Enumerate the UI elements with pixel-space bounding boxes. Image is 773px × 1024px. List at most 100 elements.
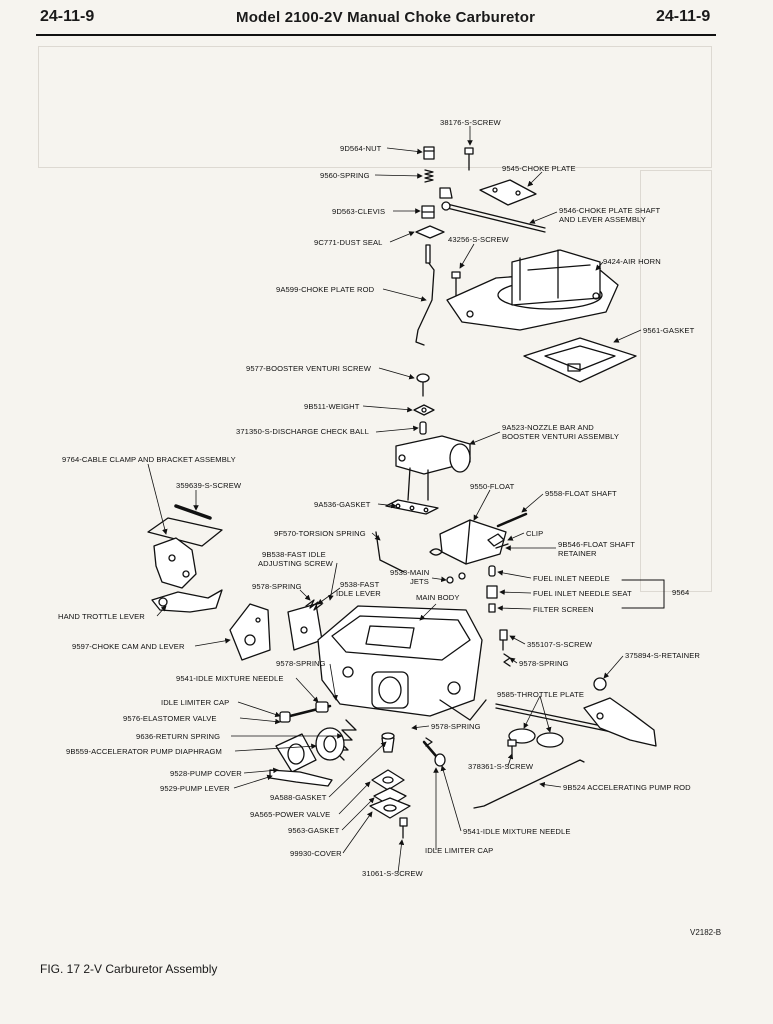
label-9b538-line2: ADJUSTING SCREW <box>258 559 333 568</box>
main-body-part <box>317 605 487 721</box>
label-378361-screw: 378361-S-SCREW <box>468 762 534 771</box>
label-clip: CLIP <box>526 529 544 538</box>
label-idle-limiter-cap-a: IDLE LIMITER CAP <box>161 698 230 707</box>
label-9578-spring-b: 9578-SPRING <box>276 659 326 668</box>
label-9564: 9564 <box>672 588 690 597</box>
label-9578-spring-d: 9578-SPRING <box>431 722 481 731</box>
label-9636-return-spring: 9636-RETURN SPRING <box>136 732 221 741</box>
throttle-plates-part <box>508 728 564 748</box>
nozzle-gasket-part <box>385 499 439 515</box>
nozzle-bar-part <box>395 435 471 501</box>
fast-idle-spring-part <box>305 599 323 611</box>
label-355107-screw: 355107-S-SCREW <box>527 640 593 649</box>
label-9561-gasket: 9561-GASKET <box>643 326 695 335</box>
float-shaft-part <box>496 512 528 528</box>
label-9533-line2: JETS <box>410 577 429 586</box>
label-9764-cable-clamp: 9764-CABLE CLAMP AND BRACKET ASSEMBLY <box>62 455 236 464</box>
air-horn-screw-part <box>451 271 461 299</box>
cable-clamp-screw-part <box>174 504 212 520</box>
nut-part <box>423 146 435 160</box>
label-9c771-dust-seal: 9C771-DUST SEAL <box>314 238 383 247</box>
label-9d563-clevis: 9D563-CLEVIS <box>332 207 386 216</box>
hand-throttle-lever-part <box>151 589 223 613</box>
label-9550-float: 9550-FLOAT <box>470 482 515 491</box>
label-375894-retainer: 375894-S-RETAINER <box>625 651 700 660</box>
main-jets-part <box>446 572 466 584</box>
fuel-inlet-parts <box>486 565 498 613</box>
label-9577-booster-screw: 9577-BOOSTER VENTURI SCREW <box>246 364 371 373</box>
label-9a565-power-valve: 9A565-POWER VALVE <box>250 810 331 819</box>
label-9560-spring: 9560-SPRING <box>320 171 370 180</box>
dust-seal-part <box>415 225 445 239</box>
label-9b538-line1: 9B538-FAST IDLE <box>262 550 326 559</box>
label-9585-throttle-plate: 9585-THROTTLE PLATE <box>497 690 585 699</box>
label-fuel-inlet-seat: FUEL INLET NEEDLE SEAT <box>533 589 632 598</box>
clevis-part <box>421 205 435 219</box>
label-9563-gasket: 9563-GASKET <box>288 826 340 835</box>
label-359639-screw: 359639-S-SCREW <box>176 481 242 490</box>
label-99930-cover: 99930-COVER <box>290 849 342 858</box>
label-9597-choke-cam: 9597-CHOKE CAM AND LEVER <box>72 642 185 651</box>
choke-shaft-part <box>439 187 546 233</box>
idle-mixture-needle-part-b <box>422 737 446 767</box>
label-9d564-nut: 9D564-NUT <box>340 144 382 153</box>
figure-caption: FIG. 17 2-V Carburetor Assembly <box>40 962 218 976</box>
spring-part <box>424 169 434 183</box>
label-371350-check-ball: 371350-S-DISCHARGE CHECK BALL <box>236 427 369 436</box>
accelerating-pump-rod-part <box>473 759 585 809</box>
choke-plate-part <box>479 179 537 206</box>
retainer-part <box>593 677 607 691</box>
label-hand-throttle-lever: HAND TROTTLE LEVER <box>58 612 145 621</box>
label-9578-spring-a: 9578-SPRING <box>252 582 302 591</box>
choke-rod-part <box>415 244 435 346</box>
label-31061-screw: 31061-S-SCREW <box>362 869 423 878</box>
label-9528-pump-cover: 9528-PUMP COVER <box>170 769 242 778</box>
page-number-right: 24-11-9 <box>656 8 711 25</box>
figure-code: V2182-B <box>690 928 722 937</box>
label-9a523-line2: BOOSTER VENTURI ASSEMBLY <box>502 432 620 441</box>
label-9b559-diaphragm: 9B559-ACCELERATOR PUMP DIAPHRAGM <box>66 747 222 756</box>
pump-lever-part <box>269 769 333 787</box>
label-9b546-line1: 9B546-FLOAT SHAFT <box>558 540 635 549</box>
label-filter-screen: FILTER SCREEN <box>533 605 594 614</box>
idle-mixture-needle-part-a <box>288 701 332 718</box>
float-clip-part <box>487 533 509 549</box>
power-valve-gasket-part <box>371 769 405 791</box>
label-9b546-line2: RETAINER <box>558 549 597 558</box>
torsion-spring-part <box>375 531 443 573</box>
label-9538-line1: 9538-FAST <box>340 580 380 589</box>
label-9546-shaft-line1: 9546-CHOKE PLATE SHAFT <box>559 206 661 215</box>
label-9a536-gasket: 9A536-GASKET <box>314 500 371 509</box>
label-idle-limiter-cap-b: IDLE LIMITER CAP <box>425 846 494 855</box>
choke-cam-part <box>229 603 271 661</box>
label-9545-choke-plate: 9545-CHOKE PLATE <box>502 164 576 173</box>
pump-cover-part <box>275 733 317 773</box>
cover-screw-part <box>399 817 408 839</box>
throttle-plate-screw-part <box>507 739 517 757</box>
label-9541-idle-mixture-b: 9541-IDLE MIXTURE NEEDLE <box>463 827 571 836</box>
label-9529-pump-lever: 9529-PUMP LEVER <box>160 784 230 793</box>
label-9b524-accel-rod: 9B524 ACCELERATING PUMP ROD <box>563 783 691 792</box>
booster-venturi-screw-part <box>416 373 430 397</box>
air-horn-gasket-part <box>523 337 637 383</box>
label-9533-line1: 9533-MAIN <box>390 568 430 577</box>
spring-part-b <box>503 653 511 667</box>
label-9558-float-shaft: 9558-FLOAT SHAFT <box>545 489 617 498</box>
label-9b511-weight: 9B511-WEIGHT <box>304 402 360 411</box>
page-title: Model 2100-2V Manual Choke Carburetor <box>236 9 536 26</box>
air-horn-part <box>446 249 619 331</box>
fast-idle-lever-part <box>287 603 323 651</box>
choke-screw-part <box>464 147 474 171</box>
idle-limiter-cap-part-a <box>279 711 291 723</box>
bleed-through-column <box>640 170 712 592</box>
label-43256-screw: 43256-S-SCREW <box>448 235 509 244</box>
cable-clamp-part <box>147 517 223 589</box>
label-9538-line2: IDLE LEVER <box>336 589 381 598</box>
label-fuel-inlet-needle: FUEL INLET NEEDLE <box>533 574 610 583</box>
label-9576-elastomer-valve: 9576-ELASTOMER VALVE <box>123 714 217 723</box>
throttle-shaft-part <box>495 697 657 747</box>
label-9f570-torsion-spring: 9F570-TORSION SPRING <box>274 529 366 538</box>
group-bracket <box>621 579 665 609</box>
label-main-body: MAIN BODY <box>416 593 460 602</box>
